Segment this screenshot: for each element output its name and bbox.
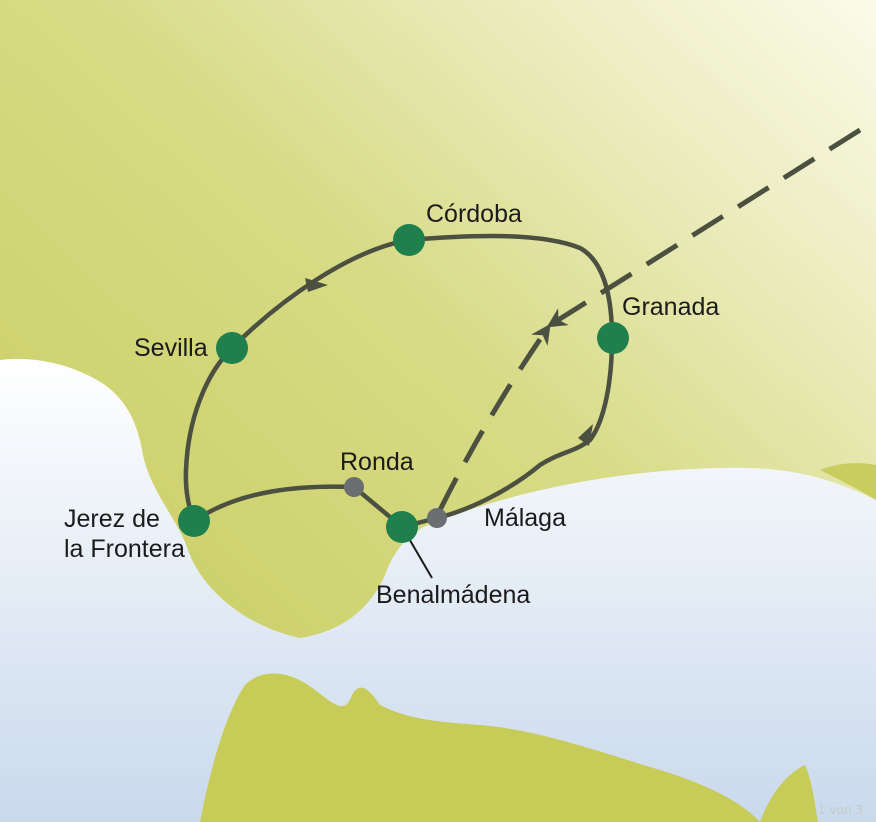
marker-cordoba[interactable]: [393, 224, 425, 256]
label-benalmadena: Benalmádena: [376, 581, 530, 609]
east-coast-land: [820, 463, 876, 500]
marker-malaga[interactable]: [427, 508, 447, 528]
label-jerez-line2: la Frontera: [64, 535, 185, 563]
flight-path-return: [437, 323, 551, 512]
label-cordoba: Córdoba: [426, 200, 522, 228]
pager-indicator: 1 von 3: [818, 803, 863, 817]
africa-land: [200, 673, 760, 822]
marker-granada[interactable]: [597, 322, 629, 354]
sea-area: [0, 358, 876, 822]
label-jerez-line1: Jerez de: [64, 505, 160, 533]
label-sevilla: Sevilla: [134, 334, 208, 362]
route-arrow-west: [305, 278, 328, 292]
marker-ronda[interactable]: [344, 477, 364, 497]
marker-sevilla[interactable]: [216, 332, 248, 364]
marker-benalmadena[interactable]: [386, 511, 418, 543]
label-ronda: Ronda: [340, 448, 414, 476]
route-arrow-east: [578, 424, 593, 446]
africa-land-east: [760, 765, 818, 822]
marker-jerez[interactable]: [178, 505, 210, 537]
label-malaga: Málaga: [484, 504, 566, 532]
label-granada: Granada: [622, 293, 719, 321]
